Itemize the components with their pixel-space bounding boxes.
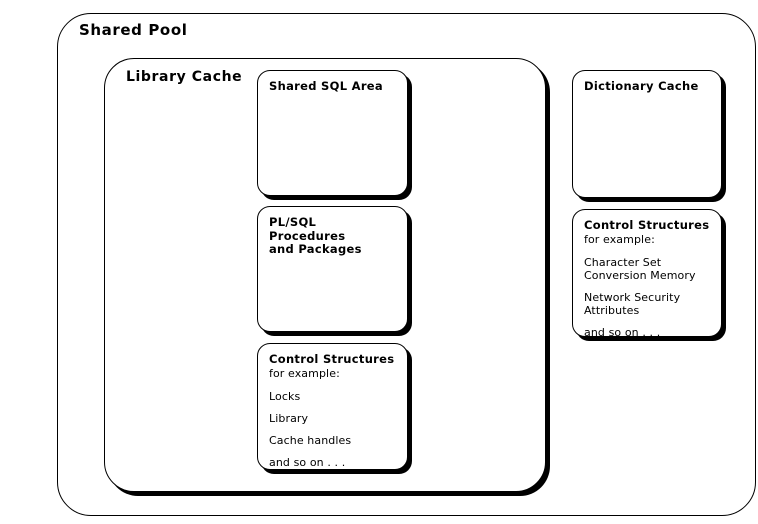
card-control-structures-library-title: Control Structures	[269, 352, 395, 366]
list-item: Library	[269, 411, 309, 425]
card-dictionary-cache: Dictionary Cache	[572, 70, 722, 198]
card-control-structures-dictionary-subtitle: for example:	[584, 232, 655, 246]
card-plsql-procedures: PL/SQL Procedures and Packages	[257, 206, 408, 332]
card-plsql-procedures-title: PL/SQL Procedures and Packages	[269, 215, 362, 256]
library-cache-label: Library Cache	[126, 69, 243, 85]
card-dictionary-cache-title: Dictionary Cache	[584, 79, 699, 93]
card-control-structures-library-subtitle: for example:	[269, 366, 340, 380]
card-shared-sql-area: Shared SQL Area	[257, 70, 408, 196]
card-control-structures-dictionary-title: Control Structures	[584, 218, 710, 232]
list-item: Cache handles	[269, 433, 352, 447]
list-item: and so on . . .	[269, 455, 346, 469]
list-item: Locks	[269, 389, 301, 403]
list-item: Character Set Conversion Memory	[584, 255, 696, 282]
card-control-structures-dictionary: Control Structures for example: Characte…	[572, 209, 722, 337]
shared-pool-label: Shared Pool	[79, 21, 188, 39]
card-shared-sql-area-title: Shared SQL Area	[269, 79, 383, 93]
list-item: Network Security Attributes	[584, 290, 681, 317]
list-item: and so on . . .	[584, 325, 661, 337]
